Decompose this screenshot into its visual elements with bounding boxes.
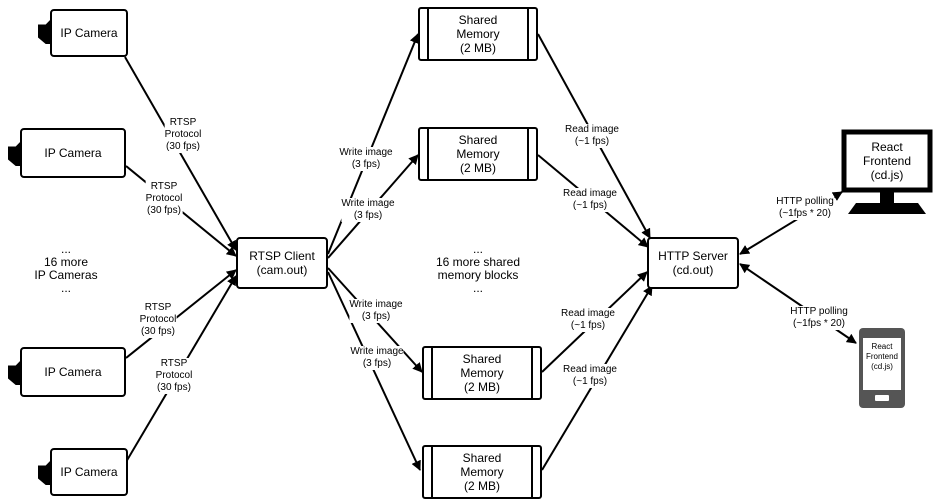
read-label-1: Read image (~1 fps) [565, 124, 619, 148]
rtsp-label-2: RTSP Protocol (30 fps) [145, 181, 183, 217]
rtsp-arrow-1 [124, 56, 237, 251]
read-label-2: Read image (~1 fps) [563, 188, 617, 212]
shared-memory-4-label: Shared Memory (2 MB) [460, 451, 504, 493]
shared-memory-1-label: Shared Memory (2 MB) [456, 13, 500, 55]
rtsp-client-label: RTSP Client (cam.out) [249, 249, 315, 277]
ip-camera-1: IP Camera [50, 9, 128, 57]
shared-memory-2-label: Shared Memory (2 MB) [456, 133, 500, 175]
rtsp-client-node: RTSP Client (cam.out) [236, 237, 328, 289]
ip-camera-4-label: IP Camera [60, 465, 118, 479]
read-label-3: Read image (~1 fps) [561, 308, 615, 332]
camera-icon [38, 459, 52, 485]
ip-camera-2-label: IP Camera [44, 146, 102, 160]
more-cameras-note: ... 16 more IP Cameras ... [34, 242, 98, 295]
http-arrow-mobile [739, 263, 857, 344]
write-arrow-4 [327, 271, 421, 471]
more-memory-note: ... 16 more shared memory blocks ... [435, 242, 521, 295]
camera-icon [8, 359, 22, 385]
shared-memory-4: Shared Memory (2 MB) [422, 445, 542, 499]
write-label-3: Write image (3 fps) [349, 299, 403, 323]
ip-camera-1-label: IP Camera [60, 26, 118, 40]
ip-camera-2: IP Camera [20, 128, 126, 178]
camera-icon [38, 18, 52, 44]
shared-memory-1: Shared Memory (2 MB) [418, 7, 538, 61]
rtsp-arrow-3 [125, 269, 237, 359]
rtsp-label-3: RTSP Protocol (30 fps) [139, 302, 177, 338]
write-label-4: Write image (3 fps) [350, 346, 404, 370]
desktop-frontend-label: React Frontend (cd.js) [862, 140, 912, 182]
desktop-monitor-icon [841, 129, 933, 214]
http-label-mobile: HTTP polling (~1fps * 20) [790, 306, 848, 330]
camera-icon [8, 140, 22, 166]
write-label-2: Write image (3 fps) [341, 198, 395, 222]
shared-memory-3: Shared Memory (2 MB) [422, 346, 542, 400]
ip-camera-3-label: IP Camera [44, 365, 102, 379]
shared-memory-2: Shared Memory (2 MB) [418, 127, 538, 181]
http-server-node: HTTP Server (cd.out) [647, 237, 739, 289]
shared-memory-3-label: Shared Memory (2 MB) [460, 352, 504, 394]
ip-camera-4: IP Camera [50, 448, 128, 496]
http-label-desktop: HTTP polling (~1fps * 20) [776, 196, 834, 220]
http-server-label: HTTP Server (cd.out) [658, 249, 728, 277]
write-label-1: Write image (3 fps) [339, 147, 393, 171]
read-label-4: Read image (~1 fps) [563, 364, 617, 388]
mobile-phone-icon [859, 328, 905, 408]
mobile-frontend-label: React Frontend (cd.js) [865, 342, 899, 371]
rtsp-label-1: RTSP Protocol (30 fps) [164, 117, 202, 153]
rtsp-label-4: RTSP Protocol (30 fps) [155, 358, 193, 394]
ip-camera-3: IP Camera [20, 347, 126, 397]
